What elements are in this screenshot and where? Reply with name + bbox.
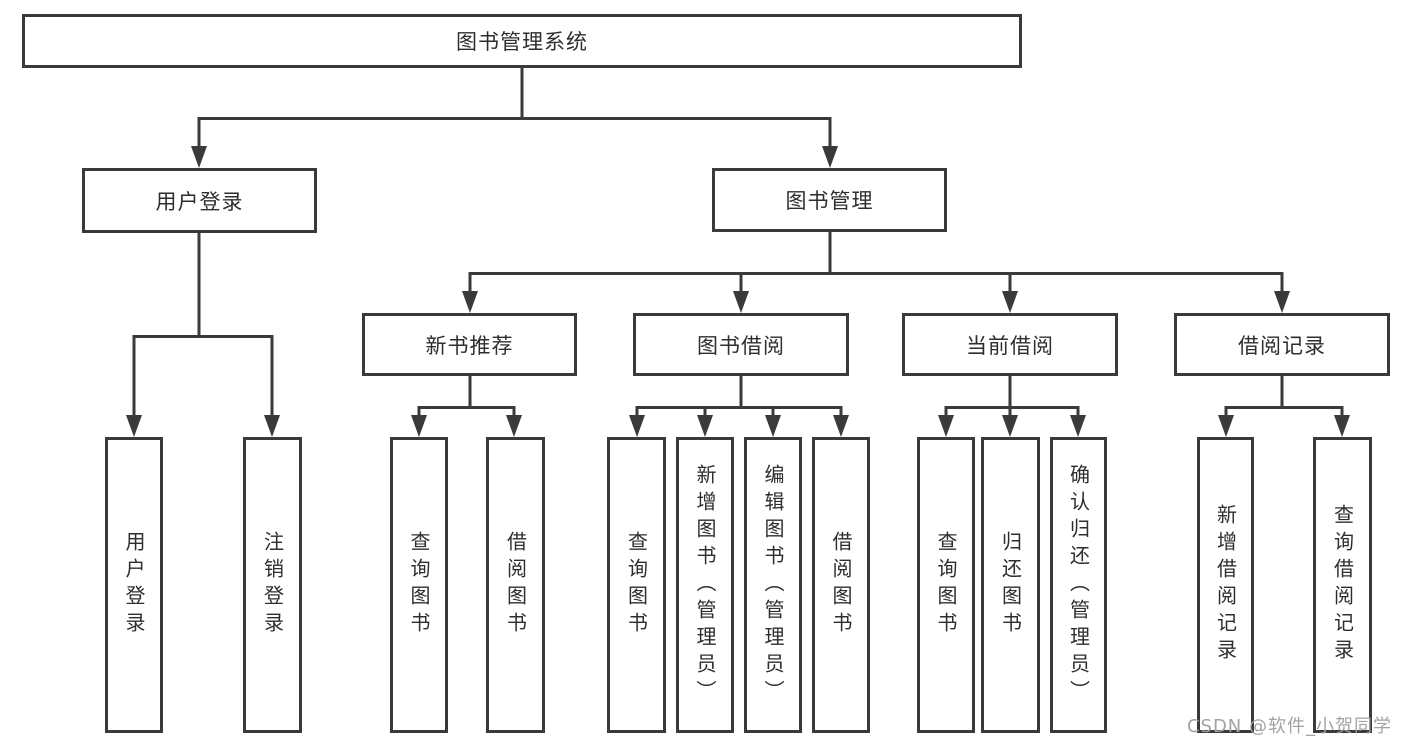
leaf-query-borrow-record: 查询借阅记录 <box>1313 437 1372 733</box>
arrowheads <box>126 146 1350 437</box>
node-label: 新书推荐 <box>425 333 514 358</box>
node-book-management: 图书管理 <box>712 168 947 232</box>
csdn-watermark: CSDN @软件_小贺同学 <box>1186 716 1392 737</box>
node-label: 新增图书（管理员） <box>693 463 717 707</box>
leaf-current-query-books: 查询图书 <box>917 437 975 733</box>
node-current-borrowing: 当前借阅 <box>902 313 1118 376</box>
leaf-recommend-query-books: 查询图书 <box>390 437 448 733</box>
node-label: 当前借阅 <box>966 333 1054 358</box>
node-label: 查询图书 <box>624 531 649 639</box>
node-label: 借阅记录 <box>1238 333 1326 358</box>
leaf-current-return-books: 归还图书 <box>981 437 1040 733</box>
node-new-book-recommendation: 新书推荐 <box>362 313 577 376</box>
node-label: 编辑图书（管理员） <box>761 463 785 707</box>
node-label: 注销登录 <box>260 531 285 639</box>
node-label: 借阅图书 <box>829 531 853 639</box>
node-label: 查询图书 <box>934 531 958 639</box>
leaf-borrow-query-books: 查询图书 <box>607 437 666 733</box>
node-book-borrowing: 图书借阅 <box>633 313 849 376</box>
node-label: 借阅图书 <box>503 531 528 639</box>
node-label: 新增借阅记录 <box>1213 504 1238 666</box>
node-label: 用户登录 <box>155 189 244 214</box>
leaf-recommend-borrow-books: 借阅图书 <box>486 437 545 733</box>
node-label: 归还图书 <box>998 531 1023 639</box>
node-label: 确认归还（管理员） <box>1066 463 1091 707</box>
leaf-add-borrow-record: 新增借阅记录 <box>1197 437 1254 733</box>
leaf-borrow-add-books-admin: 新增图书（管理员） <box>676 437 734 733</box>
node-label: 用户登录 <box>122 531 146 639</box>
node-label: 查询借阅记录 <box>1330 504 1355 666</box>
node-label: 图书管理 <box>785 189 874 213</box>
node-label: 图书借阅 <box>697 333 785 358</box>
node-borrowing-records: 借阅记录 <box>1174 313 1390 376</box>
leaf-borrow-borrow-books: 借阅图书 <box>812 437 870 733</box>
leaf-user-login: 用户登录 <box>105 437 163 733</box>
leaf-logout: 注销登录 <box>243 437 302 733</box>
node-label: 查询图书 <box>407 531 431 639</box>
leaf-current-confirm-return-admin: 确认归还（管理员） <box>1050 437 1107 733</box>
node-library-management-system: 图书管理系统 <box>22 14 1022 68</box>
node-label: 图书管理系统 <box>456 30 588 54</box>
leaf-borrow-edit-books-admin: 编辑图书（管理员） <box>744 437 802 733</box>
node-user-login: 用户登录 <box>82 168 317 233</box>
